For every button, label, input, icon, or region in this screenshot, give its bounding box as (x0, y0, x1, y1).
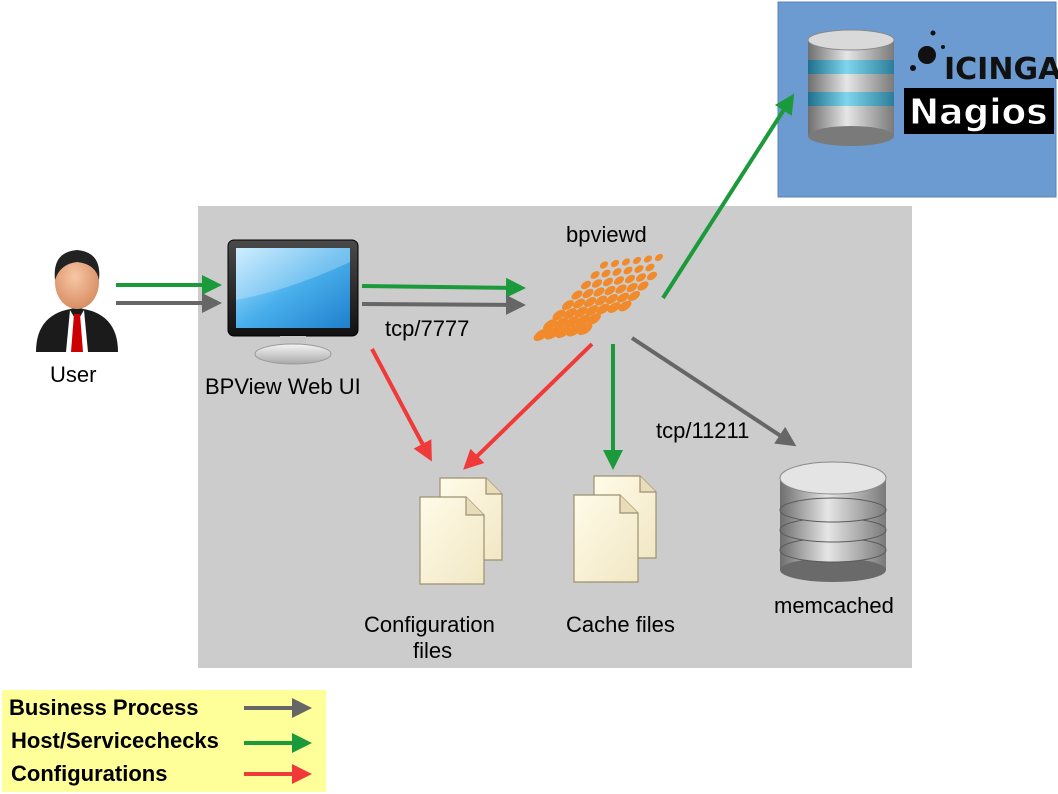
bpviewd-logo-dot (552, 309, 566, 321)
user-label: User (50, 362, 96, 387)
bpviewd-logo-dot (610, 259, 620, 268)
bpviewd-logo-dot (612, 268, 622, 276)
bpviewd-to-config-red-arrow (463, 342, 594, 470)
webui-to-bpviewd-gray-arrow (361, 294, 526, 315)
bpviewd-logo-dot (613, 276, 625, 285)
icinga-logo-icon: ICINGA (910, 30, 1058, 87)
bpviewd-logo-dot (544, 327, 560, 340)
bpviewd-logo-dot (580, 280, 592, 290)
bpviewd-logo-dot (582, 288, 594, 299)
monitor-icon (227, 239, 359, 365)
bpviewd-logo-dot (574, 306, 588, 318)
bpviewd-logo-dot (587, 313, 601, 325)
web-ui-label: BPView Web UI (205, 374, 361, 399)
tcp-7777-label: tcp/7777 (385, 316, 469, 341)
legend-item-host-servicechecks: Host/Servicechecks (11, 728, 219, 753)
bpviewd-logo-dot (628, 290, 640, 302)
icinga-logo-text: ICINGA (944, 52, 1058, 87)
bpviewd-to-backend-green-arrow (661, 93, 795, 300)
bpviewd-label: bpviewd (566, 222, 647, 247)
bpviewd-logo-dot (646, 271, 658, 281)
bpviewd-logo-dot (618, 300, 632, 312)
bpviewd-logo-icon (533, 253, 664, 342)
bpviewd-logo-dot (585, 305, 599, 316)
user-icon (36, 250, 118, 352)
bpviewd-logo-dot (555, 325, 571, 339)
bpviewd-logo-dot (593, 287, 605, 297)
bpviewd-logo-dot (624, 274, 636, 284)
bpviewd-logo-dot (632, 256, 642, 265)
bpviewd-logo-dot (643, 255, 653, 263)
bpviewd-logo-dot (563, 308, 577, 319)
bpviewd-logo-dot (601, 269, 611, 278)
bpviewd-logo-dot (599, 261, 609, 269)
bpviewd-logo-dot (571, 290, 583, 300)
bpviewd-logo-dot (584, 296, 596, 308)
bpviewd-logo-dot (637, 281, 649, 291)
bpviewd-logo-dot (606, 293, 618, 305)
bpviewd-logo-dot (596, 303, 610, 315)
bpviewd-logo-dot (577, 322, 593, 336)
cache-files-label: Cache files (566, 612, 675, 637)
webui-to-config-red-arrow (370, 348, 432, 462)
tcp-11211-label: tcp/11211 (656, 418, 749, 443)
bpviewd-logo-dot (566, 324, 582, 337)
bpviewd-logo-dot (626, 282, 638, 293)
legend-item-business-process: Business Process (9, 695, 199, 720)
backend-database-icon (807, 29, 895, 146)
nagios-logo-icon: Nagios (904, 88, 1054, 134)
bpviewd-logo-dot (654, 253, 664, 262)
configuration-files-label-line1: Configuration (364, 612, 495, 637)
bpviewd-to-memcached-gray-arrow (630, 336, 797, 447)
bpviewd-logo-dot (645, 263, 655, 272)
bpviewd-logo-dot (617, 292, 629, 303)
memcached-label: memcached (774, 593, 894, 618)
bpviewd-logo-dot (615, 284, 627, 294)
nagios-logo-text: Nagios (909, 92, 1048, 133)
bpviewd-logo-dot (533, 328, 549, 342)
bpviewd-logo-dot (573, 298, 585, 309)
bpviewd-logo-dot (604, 285, 616, 296)
webui-to-bpviewd-green-arrow (361, 277, 526, 298)
bpviewd-logo-dot (635, 273, 647, 282)
bpviewd-logo-dot (607, 302, 621, 313)
bpviewd-logo-dot (562, 299, 574, 311)
configuration-files-icon (419, 477, 503, 585)
legend-item-configurations: Configurations (11, 761, 167, 786)
bpviewd-logo-dot (554, 317, 568, 330)
arrows (116, 93, 797, 470)
bpviewd-logo-dot (634, 265, 644, 273)
bpviewd-logo-dot (565, 316, 579, 328)
bpviewd-logo-dot (623, 266, 633, 275)
bpviewd-logo-dot (602, 277, 614, 287)
legend: Business Process Host/Servicechecks Conf… (2, 690, 326, 792)
bpviewd-logo-dot (591, 279, 603, 288)
bpviewd-logo-dot (543, 319, 557, 331)
bpviewd-logo-dot (595, 295, 607, 306)
configuration-files-label-line2: files (413, 638, 452, 663)
bpviewd-logo-dot (621, 258, 631, 266)
bpviewd-logo-dot (590, 271, 600, 279)
cache-files-icon (573, 475, 657, 583)
memcached-database-icon (779, 461, 887, 582)
bpviewd-logo-dot (576, 314, 590, 327)
